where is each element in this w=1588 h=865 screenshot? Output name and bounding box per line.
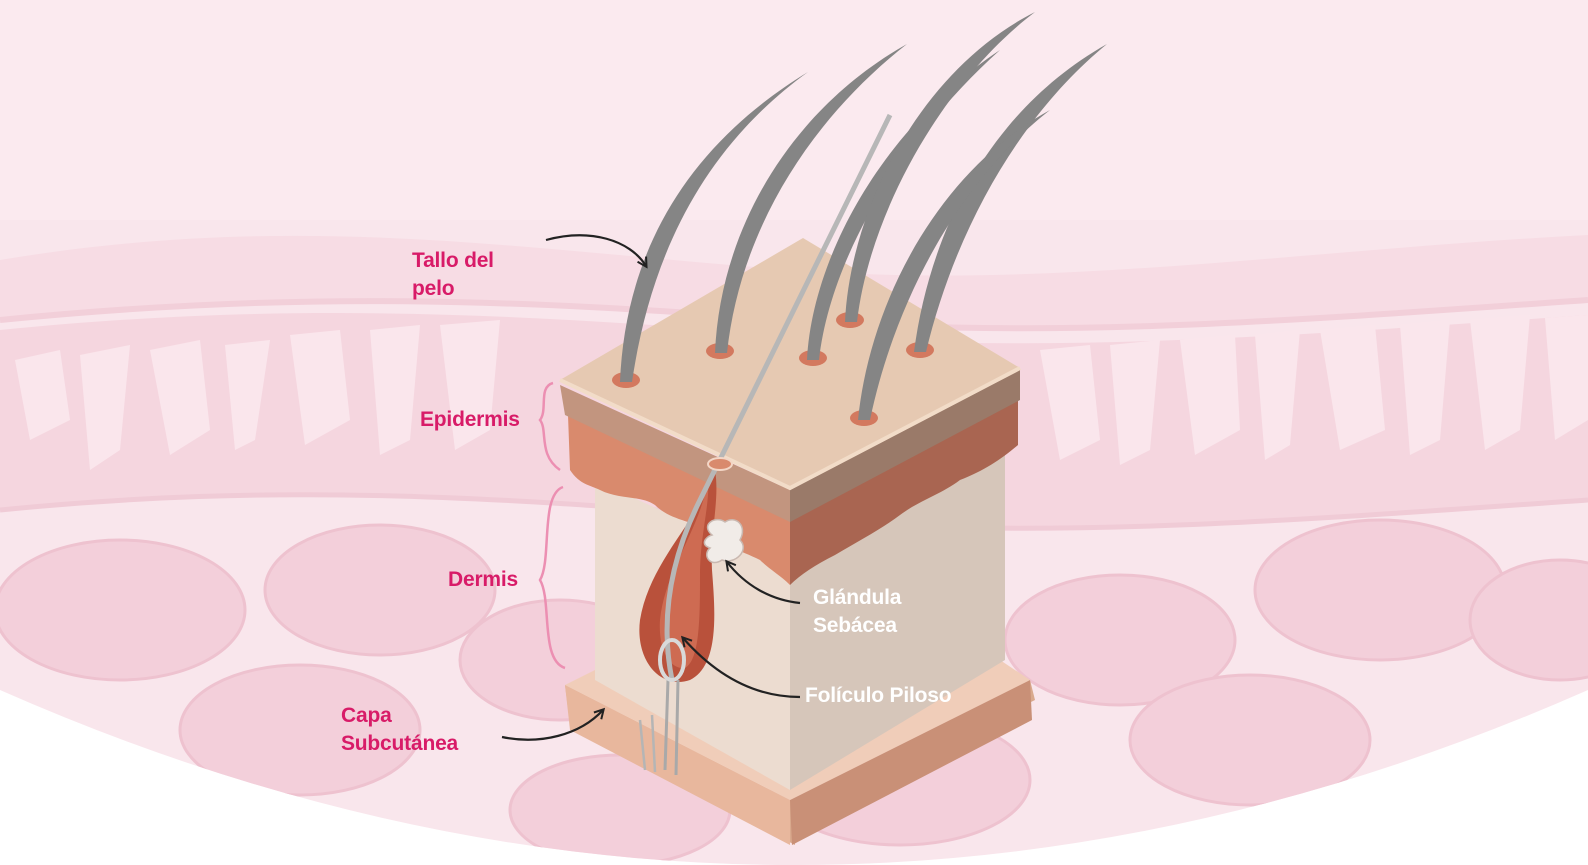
label-capa-subcutanea: Capa Subcutánea [341, 702, 458, 758]
label-epidermis: Epidermis [420, 406, 520, 434]
label-tallo-line1: Tallo del [412, 247, 494, 275]
label-tallo-del-pelo: Tallo del pelo [412, 247, 494, 303]
sebaceous-gland [704, 520, 743, 563]
label-capa-line1: Capa [341, 702, 458, 730]
label-glandula-sebacea: Glándula Sebácea [813, 584, 901, 640]
label-glandula-line2: Sebácea [813, 612, 901, 640]
label-dermis: Dermis [448, 566, 518, 594]
label-capa-line2: Subcutánea [341, 730, 458, 758]
label-tallo-line2: pelo [412, 275, 494, 303]
label-glandula-line1: Glándula [813, 584, 901, 612]
label-foliculo-piloso: Folículo Piloso [805, 682, 951, 710]
